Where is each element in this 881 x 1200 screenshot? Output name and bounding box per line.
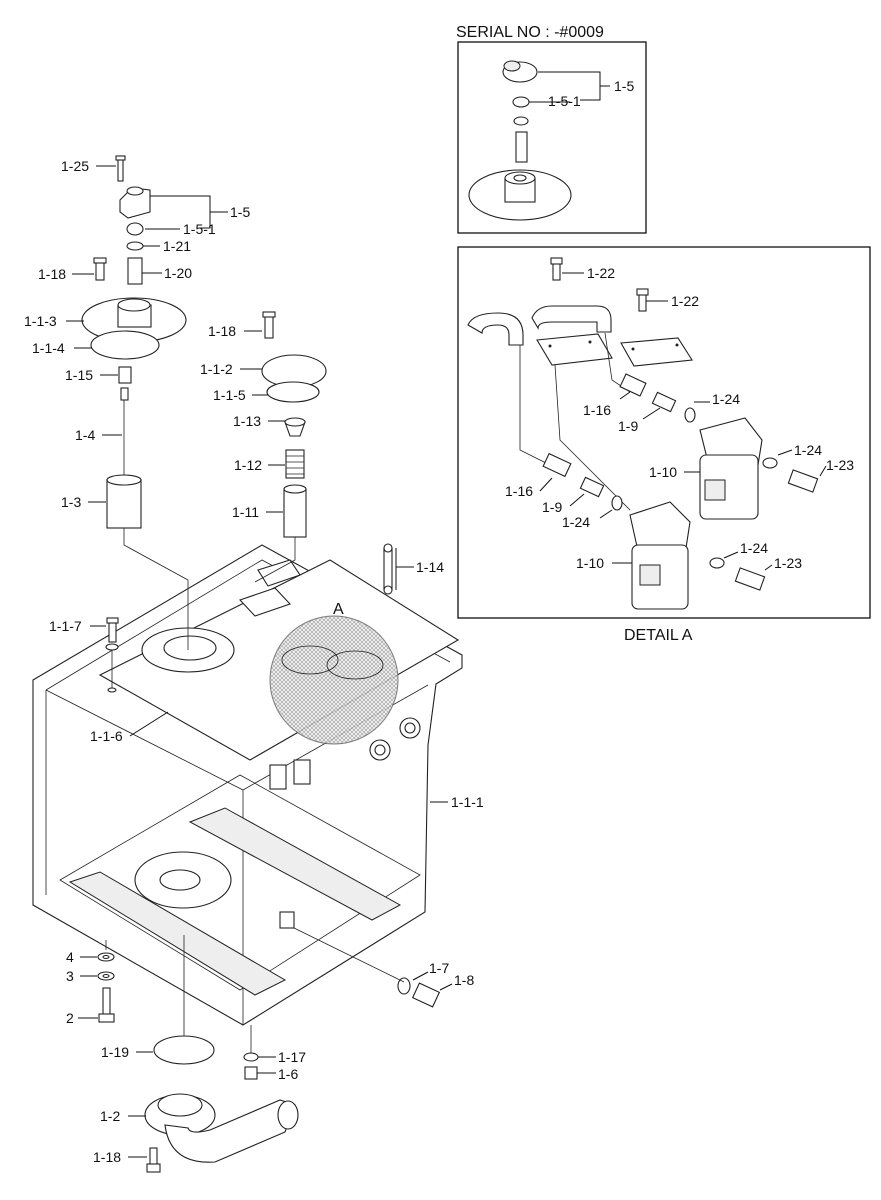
label-1-1-5: 1-1-5 (213, 387, 246, 403)
label-1-3: 1-3 (61, 494, 81, 510)
label-1-1-6: 1-1-6 (90, 728, 123, 744)
label-1-18-b: 1-18 (208, 323, 236, 339)
label-1-15: 1-15 (65, 367, 93, 383)
breather-leaders (66, 165, 228, 503)
label-detail-1-22-a: 1-22 (587, 265, 615, 281)
label-1-8: 1-8 (454, 972, 474, 988)
lower-parts (97, 617, 441, 1173)
label-serial-1-5-1: 1-5-1 (548, 93, 581, 109)
detail-a-frame (457, 246, 871, 619)
label-detail-1-23-a: 1-23 (826, 457, 854, 473)
label-detail-1-10-b: 1-10 (576, 555, 604, 571)
label-detail-1-9-b: 1-9 (542, 499, 562, 515)
label-1-5: 1-5 (230, 204, 250, 220)
label-1-1-4: 1-1-4 (32, 340, 65, 356)
detail-a-leaders (539, 272, 827, 571)
label-3: 3 (66, 968, 74, 984)
label-2: 2 (66, 1010, 74, 1026)
label-1-25: 1-25 (61, 158, 89, 174)
label-1-4: 1-4 (75, 427, 95, 443)
label-1-18-a: 1-18 (38, 266, 66, 282)
label-detail-1-24-c: 1-24 (562, 514, 590, 530)
label-1-13: 1-13 (233, 413, 261, 429)
serial-inset-parts (468, 60, 572, 221)
return-filter-leaders (240, 330, 414, 590)
detail-a-parts (467, 257, 819, 610)
label-1-1-2: 1-1-2 (200, 361, 233, 377)
detail-a-caption: DETAIL A (624, 627, 693, 644)
serial-caption: SERIAL NO : -#0009 (456, 24, 604, 41)
breather-stack (81, 155, 189, 650)
label-1-18-c: 1-18 (93, 1149, 121, 1165)
label-1-2: 1-2 (100, 1108, 120, 1124)
label-1-17: 1-17 (278, 1049, 306, 1065)
label-1-6: 1-6 (278, 1066, 298, 1082)
lower-leaders (78, 625, 453, 1158)
label-detail-1-22-b: 1-22 (671, 293, 699, 309)
label-1-21: 1-21 (163, 238, 191, 254)
serial-inset-frame (457, 41, 647, 234)
label-1-1-1: 1-1-1 (451, 794, 484, 810)
label-detail-1-23-b: 1-23 (774, 555, 802, 571)
label-detail-1-24-b: 1-24 (794, 442, 822, 458)
label-detail-1-10-a: 1-10 (649, 464, 677, 480)
detail-a-marker: A (333, 601, 344, 618)
label-detail-1-16-b: 1-16 (505, 483, 533, 499)
label-1-19: 1-19 (101, 1044, 129, 1060)
label-detail-1-24-a: 1-24 (712, 391, 740, 407)
label-1-1-3: 1-1-3 (24, 313, 57, 329)
hydraulic-tank (32, 544, 463, 1026)
label-detail-1-24-d: 1-24 (740, 540, 768, 556)
label-1-20: 1-20 (164, 265, 192, 281)
return-filter-stack (254, 311, 393, 595)
label-1-7: 1-7 (429, 960, 449, 976)
label-1-1-7: 1-1-7 (49, 618, 82, 634)
label-1-12: 1-12 (234, 457, 262, 473)
label-1-5-1: 1-5-1 (183, 221, 216, 237)
label-4: 4 (66, 949, 74, 965)
label-1-11: 1-11 (232, 504, 259, 520)
label-serial-1-5: 1-5 (614, 78, 634, 94)
label-detail-1-16-a: 1-16 (583, 402, 611, 418)
serial-inset-leaders (529, 71, 610, 103)
label-1-14: 1-14 (416, 559, 444, 575)
label-detail-1-9-a: 1-9 (618, 418, 638, 434)
